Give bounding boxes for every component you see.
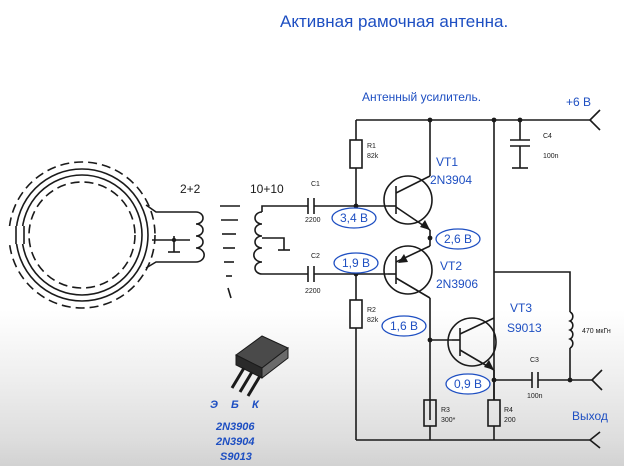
- diagram-title: Активная рамочная антенна.: [280, 12, 508, 31]
- c1-name: C1: [311, 181, 320, 188]
- to92-package-icon: [230, 335, 289, 397]
- vt1-type: 2N3904: [430, 173, 472, 187]
- voltage-vt3-emitter-badge: [445, 373, 491, 395]
- c3-name: C3: [530, 357, 539, 364]
- supply-label: +6 В: [566, 95, 591, 109]
- r4-name: R4: [504, 407, 513, 414]
- r3-name: R3: [441, 407, 450, 414]
- package-type-1: 2N3906: [215, 421, 255, 433]
- transistor-vt3: [447, 317, 497, 371]
- pin-e: Э: [210, 399, 218, 411]
- capacitor-c2: [307, 266, 315, 282]
- transformer-core: [220, 205, 240, 299]
- transistor-vt2: [383, 245, 433, 299]
- r2-name: R2: [367, 307, 376, 314]
- voltage-vt3-emitter: 0,9 В: [454, 377, 482, 391]
- vt2-type: 2N3906: [436, 277, 478, 291]
- voltage-vt2-base: 1,9 В: [342, 256, 370, 270]
- r2-value: 82k: [367, 317, 379, 324]
- primary-coil: [195, 211, 205, 263]
- resistor-r4: [487, 399, 501, 427]
- c2-name: C2: [311, 253, 320, 260]
- r1-name: R1: [367, 143, 376, 150]
- ground-rail: [356, 426, 601, 449]
- package-type-2: 2N3904: [215, 436, 255, 448]
- voltage-mid-badge: [435, 228, 481, 250]
- voltage-mid: 2,6 В: [444, 232, 472, 246]
- l1-value: 470 мкГн: [582, 328, 611, 335]
- amplifier-label: Антенный усилитель.: [362, 90, 481, 104]
- voltage-vt3-base: 1,6 В: [390, 319, 418, 333]
- voltage-vt1-base: 3,4 В: [340, 211, 368, 225]
- capacitor-c1: [307, 198, 315, 214]
- pin-b: Б: [231, 399, 239, 411]
- c1-value: 2200: [305, 217, 321, 224]
- c4-value: 100n: [543, 153, 559, 160]
- resistor-r1: [349, 139, 363, 169]
- vt1-name: VT1: [436, 155, 458, 169]
- r3-value: 300*: [441, 417, 456, 424]
- primary-turns: 2+2: [180, 182, 201, 196]
- secondary-turns: 10+10: [250, 182, 284, 196]
- supply-rail: [355, 109, 601, 400]
- secondary-coil: [253, 211, 263, 275]
- coupling-coil-leads: [145, 204, 196, 269]
- inductor-l1: [568, 311, 574, 349]
- capacitor-c3: [531, 372, 539, 388]
- loop-antenna: [8, 161, 156, 309]
- package-type-3: S9013: [220, 451, 252, 463]
- resistor-r2: [349, 299, 363, 329]
- vt2-name: VT2: [440, 259, 462, 273]
- pin-k: К: [252, 399, 260, 411]
- transistor-vt1: [383, 175, 433, 231]
- voltage-vt2-base-badge: [333, 252, 379, 274]
- r1-value: 82k: [367, 153, 379, 160]
- vt3-type: S9013: [507, 321, 542, 335]
- voltage-vt3-base-badge: [381, 315, 427, 337]
- voltage-vt1-base-badge: [331, 207, 377, 229]
- c2-value: 2200: [305, 288, 321, 295]
- c4-name: C4: [543, 133, 552, 140]
- vt3-name: VT3: [510, 301, 532, 315]
- r4-value: 200: [504, 417, 516, 424]
- output-label: Выход: [572, 409, 608, 423]
- c3-value: 100n: [527, 393, 543, 400]
- capacitor-c4: [510, 120, 530, 169]
